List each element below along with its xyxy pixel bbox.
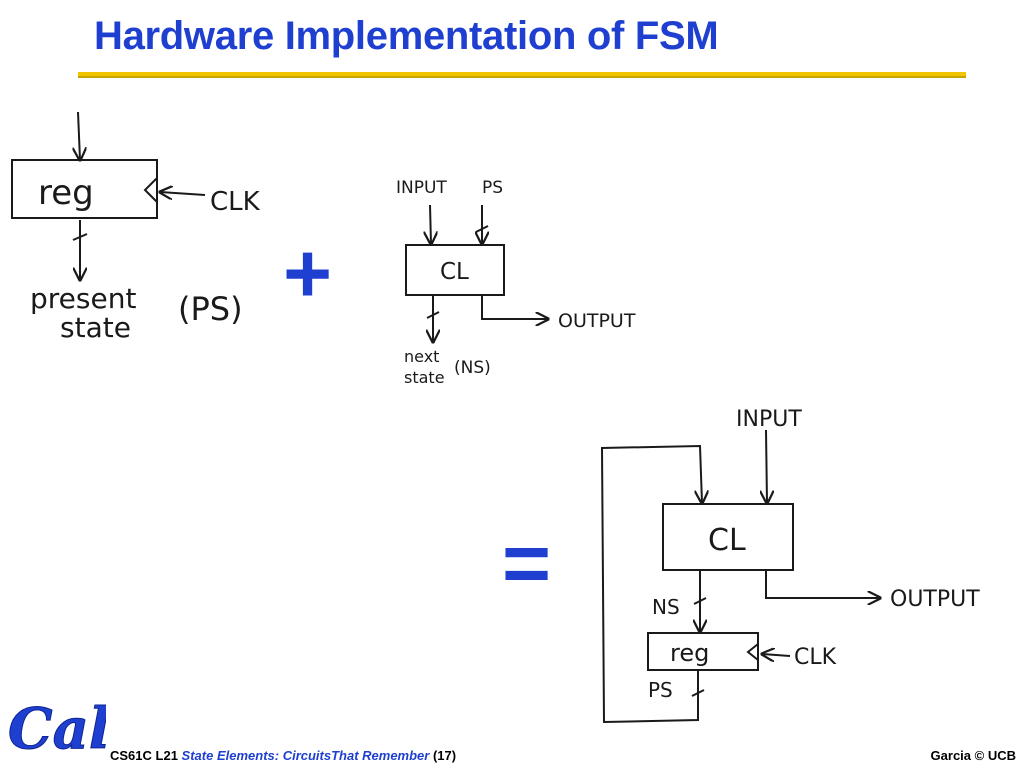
title-underline-shadow: [78, 76, 966, 78]
next-state-line1: next: [404, 347, 439, 366]
fsm-ps-bus-tick: [691, 689, 705, 697]
fsm-input-wire: [766, 429, 767, 503]
fsm-output-label: OUTPUT: [890, 587, 980, 612]
cl-block-label: CL: [440, 259, 469, 285]
footer-left: CS61C L21 State Elements: CircuitsThat R…: [110, 748, 456, 763]
cal-logo-text: Cal: [8, 696, 106, 760]
fsm-reg-block: [647, 632, 759, 671]
fsm-reg-label: reg: [670, 639, 709, 667]
reg-clk-wire: [160, 192, 206, 195]
fsm-reg-clock-triangle: [746, 643, 759, 661]
fsm-clk-label: CLK: [794, 645, 837, 670]
fsm-combined-diagram: [600, 429, 880, 724]
fsm-output-wire: [765, 570, 880, 598]
reg-clock-triangle: [143, 177, 158, 203]
cl-ns-bus-tick: [426, 311, 440, 319]
cl-ps-label: PS: [482, 178, 503, 198]
next-state-abbrev: (NS): [454, 358, 491, 378]
reg-clk-label: CLK: [210, 187, 261, 217]
footer-topic: State Elements: CircuitsThat Remember: [181, 748, 430, 763]
fsm-feedback-wire: [600, 444, 702, 724]
cl-input-label: INPUT: [396, 178, 447, 198]
next-state-line2: state: [404, 368, 445, 387]
fsm-input-label: INPUT: [736, 407, 802, 432]
cal-logo: Cal: [8, 696, 107, 761]
cl-output-wire: [481, 295, 548, 319]
register-diagram: [11, 111, 206, 280]
equals-sign: =: [502, 516, 551, 610]
slide-title: Hardware Implementation of FSM: [94, 14, 719, 58]
fsm-ps-label: PS: [648, 678, 673, 702]
cl-input-wire: [430, 204, 431, 244]
plus-sign: +: [283, 226, 332, 320]
cl-diagram: [405, 204, 548, 342]
footer-credit: Garcia © UCB: [930, 748, 1016, 763]
cl-ps-bus-tick: [475, 225, 489, 233]
fsm-cl-block: [662, 503, 794, 571]
cl-block: [405, 244, 505, 296]
fsm-clk-wire: [762, 654, 791, 656]
reg-bus-tick: [72, 233, 88, 241]
fsm-ns-bus-tick: [693, 597, 707, 605]
present-state-abbrev: (PS): [178, 290, 243, 328]
footer-page: (17): [432, 748, 457, 763]
reg-input-wire: [78, 111, 80, 160]
cl-output-label: OUTPUT: [558, 310, 636, 332]
present-state-line2: state: [60, 311, 131, 344]
fsm-ns-label: NS: [652, 595, 680, 619]
title-underline: [78, 72, 966, 76]
reg-block: [11, 159, 158, 219]
footer-course: CS61C L21: [110, 748, 178, 763]
reg-label: reg: [38, 173, 94, 213]
fsm-cl-label: CL: [708, 523, 746, 558]
present-state-line1: present: [30, 282, 136, 315]
